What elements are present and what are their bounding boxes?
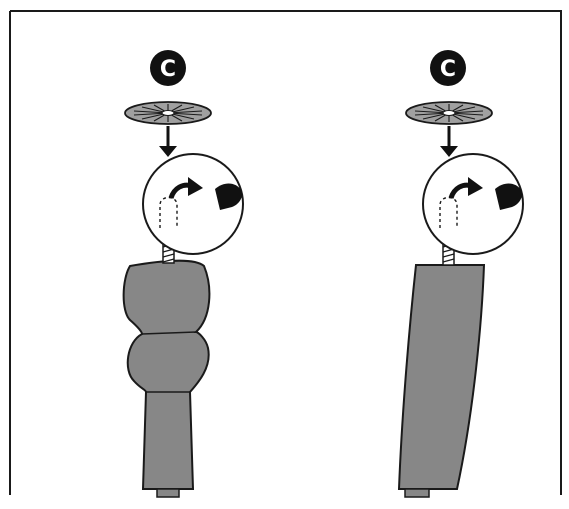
felt-pad-disc-icon [405, 101, 493, 125]
down-arrow-icon [440, 126, 458, 157]
curved-arrow-icon [168, 177, 203, 199]
leg-foot [404, 488, 430, 498]
felt-pad-disc-icon [124, 101, 212, 125]
dashed-pad-outline [439, 196, 458, 228]
step-label: C [440, 57, 456, 82]
panel-left: C [122, 50, 244, 498]
step-badge: C [150, 50, 186, 86]
step-badge-icon [430, 50, 466, 86]
leg-foot [156, 488, 180, 498]
frame [9, 10, 562, 495]
felt-pad-icon [215, 183, 242, 210]
furniture-leg-icon [122, 259, 211, 490]
leg-bulb-divider [141, 331, 197, 335]
dashed-pad-outline [159, 196, 178, 228]
step-badge-icon [150, 50, 186, 86]
felt-pad-icon [495, 183, 522, 210]
detail-callout-icon [142, 153, 244, 255]
step-label: C [160, 57, 176, 82]
curved-arrow-icon [448, 177, 483, 199]
down-arrow-icon [159, 126, 177, 157]
furniture-leg-icon [397, 264, 486, 490]
detail-callout-icon [422, 153, 524, 255]
step-badge: C [430, 50, 466, 86]
panel-right: C [397, 50, 524, 498]
